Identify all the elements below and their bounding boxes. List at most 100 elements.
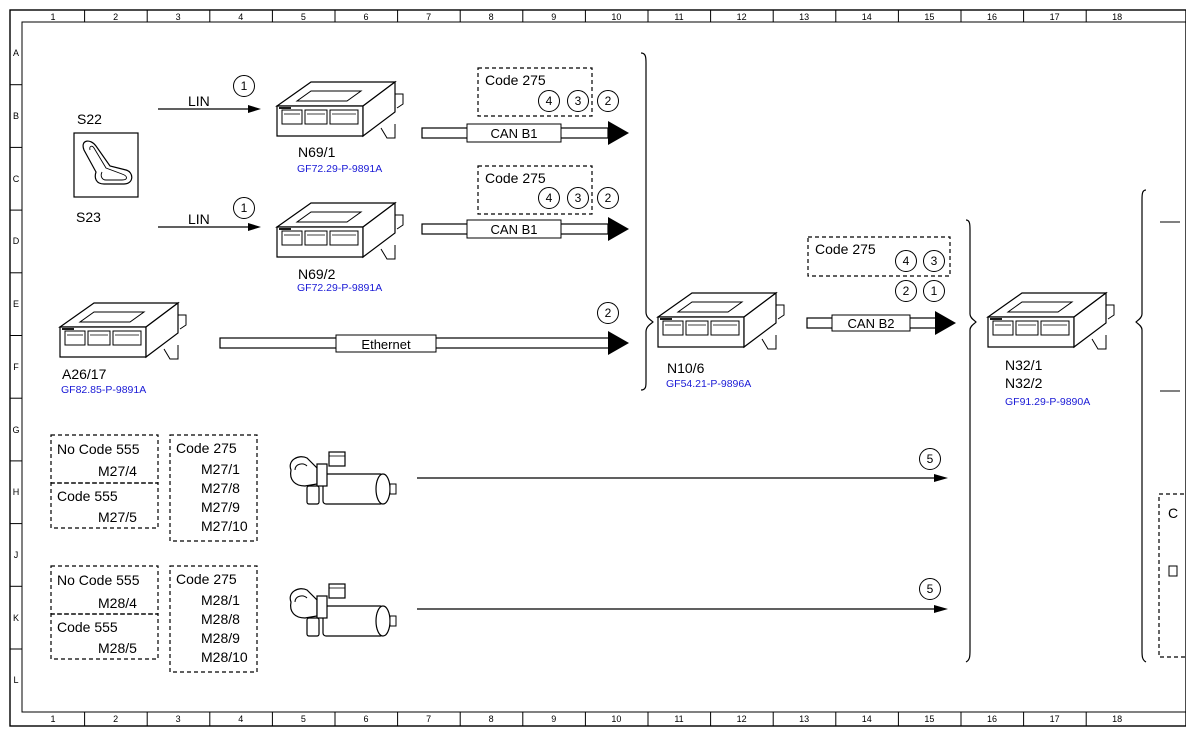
marker-right-box: 3: [923, 250, 945, 272]
m27-line: [417, 474, 948, 482]
grid-column-label: 2: [113, 714, 119, 724]
n32-module-icon: [987, 292, 1115, 350]
code-box-middle: [477, 165, 593, 215]
brace-edge: [1135, 189, 1147, 663]
a26-17-module-icon: [59, 302, 187, 360]
code-box-m28-275: [169, 565, 258, 673]
can-b1-line-top: [421, 121, 629, 145]
code-box-edge: [1158, 493, 1186, 658]
n69-2-label: N69/2: [298, 266, 336, 282]
ethernet-line: [219, 331, 629, 355]
m28-list-item: M28/1: [201, 592, 240, 608]
n10-6-doc-link[interactable]: GF54.21-P-9896A: [666, 378, 752, 390]
a26-17-label: A26/17: [62, 366, 107, 382]
grid-column-label: 1: [50, 12, 56, 22]
can-b1-bottom-label: CAN B1: [490, 222, 538, 237]
marker-right-box: 4: [895, 250, 917, 272]
grid-column-label: 11: [674, 714, 684, 724]
marker-middle-box: 3: [567, 187, 589, 209]
code-box-top: [477, 67, 593, 117]
m28-no555-label: No Code 555: [57, 572, 140, 588]
code-box-edge-label: C: [1168, 505, 1179, 521]
grid-column-label: 5: [300, 714, 306, 724]
grid-row-label: L: [13, 675, 19, 686]
grid-row-label: J: [13, 549, 19, 560]
grid-column-label: 2: [113, 12, 119, 22]
grid-column-label: 16: [986, 714, 997, 724]
grid-column-label: 4: [238, 714, 244, 724]
lin-line-top: [158, 105, 261, 113]
grid-column-label: 18: [1112, 714, 1123, 724]
n32-2-label: N32/2: [1005, 375, 1043, 391]
m28-555-label: Code 555: [57, 619, 118, 635]
grid-column-label: 3: [175, 12, 181, 22]
grid-column-label: 15: [924, 714, 935, 724]
marker-ethernet: 2: [597, 302, 619, 324]
grid-column-label: 14: [861, 714, 872, 724]
grid-column-label: 18: [1112, 12, 1123, 22]
grid-column-label: 4: [238, 12, 244, 22]
grid-column-label: 16: [986, 12, 997, 22]
grid-column-label: 3: [175, 714, 181, 724]
grid-row-label: F: [13, 361, 19, 372]
grid-column-label: 12: [736, 12, 747, 22]
s22-label: S22: [77, 111, 102, 127]
grid-column-label: 6: [363, 714, 369, 724]
grid-column-label: 8: [488, 714, 494, 724]
a26-17-doc-link[interactable]: GF82.85-P-9891A: [61, 384, 147, 396]
n69-2-module-icon: [276, 202, 404, 260]
lin-line-bottom: [158, 223, 261, 231]
m28-275-label: Code 275: [176, 571, 237, 587]
marker-lin-bottom: 1: [233, 197, 255, 219]
m28-line: [417, 605, 948, 613]
n69-2-doc-link[interactable]: GF72.29-P-9891A: [297, 282, 383, 294]
grid-column-label: 17: [1049, 12, 1060, 22]
marker-top-box: 3: [567, 90, 589, 112]
ethernet-label: Ethernet: [361, 337, 411, 352]
grid-column-label: 13: [799, 12, 810, 22]
m27-555-label: Code 555: [57, 488, 118, 504]
m28-5-label: M28/5: [98, 640, 137, 656]
marker-right-box: 1: [923, 280, 945, 302]
can-b2-line: [806, 311, 956, 335]
lin-bottom-label: LIN: [188, 211, 210, 227]
m27-list-item: M27/8: [201, 480, 240, 496]
code-box-right-label: Code 275: [815, 241, 876, 257]
marker-top-box: 2: [597, 90, 619, 112]
marker-middle-box: 2: [597, 187, 619, 209]
marker-lin-top: 1: [233, 75, 255, 97]
grid-row-label: E: [12, 299, 19, 310]
code-box-middle-label: Code 275: [485, 170, 546, 186]
code-box-m28-555: [50, 613, 159, 660]
code-box-m27-275: [169, 434, 258, 542]
grid-row-label: H: [12, 487, 20, 498]
m27-list-item: M27/1: [201, 461, 240, 477]
grid-column-label: 7: [426, 12, 432, 22]
brace-n32: [965, 219, 977, 663]
grid-column-label: 7: [426, 714, 432, 724]
n32-doc-link[interactable]: GF91.29-P-9890A: [1005, 396, 1091, 408]
s23-label: S23: [76, 209, 101, 225]
seat-switch-icon: [73, 132, 139, 198]
grid-row-label: D: [12, 236, 20, 247]
m27-4-label: M27/4: [98, 463, 137, 479]
grid-column-label: 12: [736, 714, 747, 724]
grid-column-label: 11: [674, 12, 684, 22]
n32-1-label: N32/1: [1005, 357, 1043, 373]
m28-list-item: M28/9: [201, 630, 240, 646]
grid-column-label: 10: [611, 12, 622, 22]
marker-middle-box: 4: [538, 187, 560, 209]
grid-column-label: 15: [924, 12, 935, 22]
n10-6-module-icon: [657, 292, 785, 350]
grid-column-label: 13: [799, 714, 810, 724]
grid-column-label: 8: [488, 12, 494, 22]
m27-list-item: M27/10: [201, 518, 248, 534]
grid-row-label: B: [12, 111, 19, 122]
brace-n10-6: [640, 52, 654, 391]
m28-4-label: M28/4: [98, 595, 137, 611]
n69-1-doc-link[interactable]: GF72.29-P-9891A: [297, 163, 383, 175]
grid-column-label: 5: [300, 12, 306, 22]
lin-top-label: LIN: [188, 93, 210, 109]
marker-m28-line: 5: [919, 578, 941, 600]
